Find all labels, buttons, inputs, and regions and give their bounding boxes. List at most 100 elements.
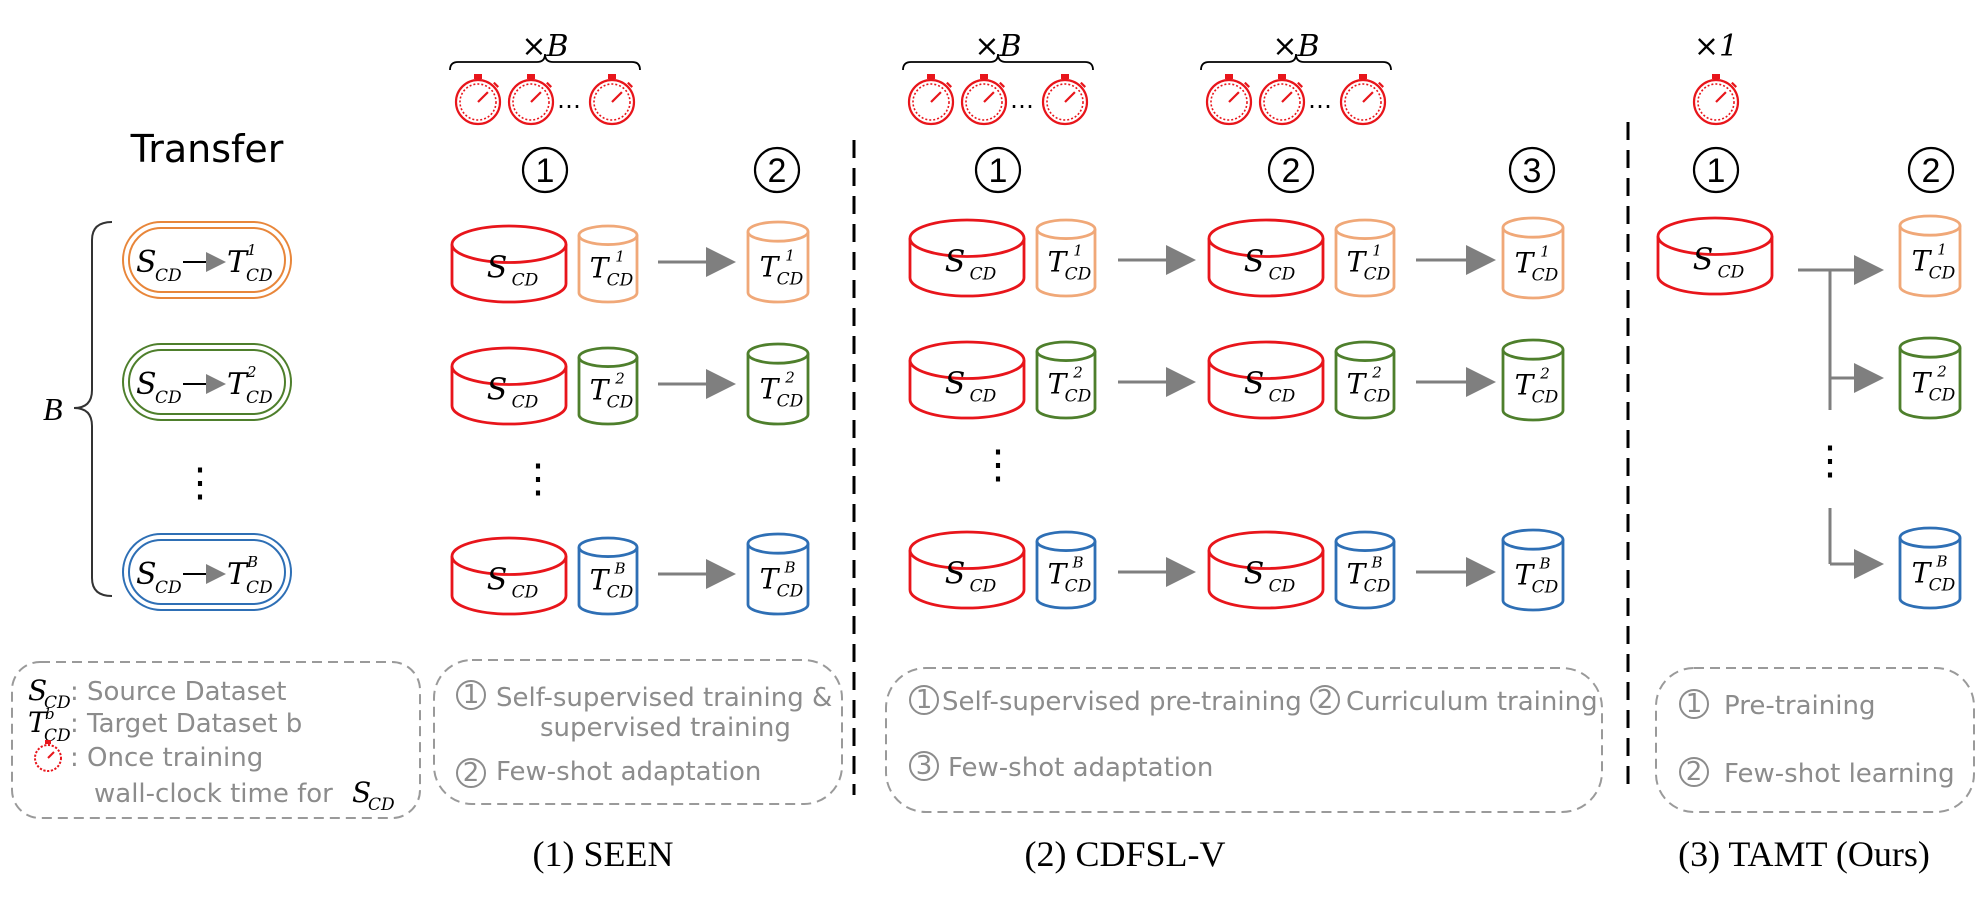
timer-icon: [454, 74, 502, 126]
legend-box: S CD : Source Dataset T b CD : Target Da…: [11, 661, 421, 819]
svg-text:B: B: [1538, 554, 1550, 572]
svg-text:T: T: [1515, 246, 1536, 279]
svg-text:1: 1: [615, 248, 625, 266]
svg-text:T: T: [760, 562, 781, 595]
svg-text:S: S: [352, 776, 371, 809]
circled-number-icon: 1: [1692, 146, 1740, 194]
svg-text:1: 1: [247, 241, 257, 259]
circled-number-icon: 2: [753, 146, 801, 194]
svg-text:CD: CD: [1532, 265, 1559, 285]
svg-text:CD: CD: [1065, 577, 1092, 597]
seen-desc-1b: supervised training: [540, 713, 791, 743]
svg-text:×1: ×1: [1694, 29, 1738, 64]
caption-cdfslv: (2) CDFSL-V: [1024, 834, 1225, 874]
svg-text:B: B: [246, 553, 258, 571]
svg-text:CD: CD: [777, 269, 804, 289]
svg-text:CD: CD: [607, 583, 634, 603]
svg-text:B: B: [783, 558, 795, 576]
svg-text:S: S: [136, 557, 157, 592]
svg-text:CD: CD: [1532, 387, 1559, 407]
svg-text:2: 2: [1686, 757, 1703, 787]
svg-text:CD: CD: [970, 387, 997, 407]
transfer-title: Transfer: [130, 127, 284, 171]
timer-icon: [1339, 74, 1387, 126]
svg-text:2: 2: [1922, 152, 1941, 190]
transfer-pill-2: S CD T 2 CD: [122, 343, 292, 421]
seen-desc-box: 1 Self-supervised training & supervised …: [433, 659, 843, 805]
svg-text:B: B: [1370, 554, 1382, 572]
brace-icon: [902, 53, 1094, 71]
transfer-pill-1: S CD T 1 CD: [122, 221, 292, 299]
svg-text:1: 1: [1707, 152, 1726, 190]
svg-text:2: 2: [1936, 362, 1947, 380]
svg-text:CD: CD: [155, 266, 182, 286]
svg-text:2: 2: [246, 363, 257, 381]
svg-text:CD: CD: [1269, 265, 1296, 285]
svg-text:T: T: [1048, 368, 1069, 401]
svg-text:T: T: [1912, 556, 1933, 589]
svg-text:T: T: [1347, 246, 1368, 279]
timer-icon: [907, 74, 955, 126]
timer-group: ×B…: [902, 29, 1094, 126]
svg-text:T: T: [227, 245, 249, 280]
svg-text:2: 2: [463, 758, 480, 788]
svg-text:S: S: [487, 251, 508, 286]
svg-text:T: T: [1347, 368, 1368, 401]
legend-timer-line2: wall-clock time for: [94, 779, 333, 809]
tamt-vdots: ⋮: [1810, 438, 1850, 484]
svg-text:1: 1: [785, 246, 795, 264]
svg-text:CD: CD: [368, 795, 395, 815]
svg-text:B: B: [1935, 552, 1947, 570]
svg-text:CD: CD: [512, 393, 539, 413]
svg-text:CD: CD: [970, 265, 997, 285]
svg-text:…: …: [1010, 86, 1034, 114]
svg-text:CD: CD: [1065, 387, 1092, 407]
timer-icon: [960, 74, 1008, 126]
svg-text:T: T: [1912, 366, 1933, 399]
batch-label: B: [43, 391, 63, 427]
svg-text:2: 2: [614, 370, 625, 388]
svg-text:T: T: [1912, 244, 1933, 277]
svg-text:CD: CD: [155, 578, 182, 598]
svg-text:b: b: [45, 705, 55, 723]
circled-number-icon: 2: [1267, 146, 1315, 194]
svg-text:CD: CD: [44, 693, 71, 713]
svg-text:3: 3: [916, 751, 933, 781]
timer-icon: [588, 74, 636, 126]
svg-text:CD: CD: [777, 581, 804, 601]
svg-text:2: 2: [1539, 364, 1550, 382]
svg-text:1: 1: [916, 685, 933, 715]
svg-text:T: T: [28, 706, 49, 739]
svg-text:T: T: [760, 372, 781, 405]
svg-text:CD: CD: [1532, 577, 1559, 597]
svg-text:CD: CD: [607, 271, 634, 291]
svg-text:S: S: [1693, 243, 1714, 278]
svg-text:CD: CD: [246, 578, 273, 598]
timer-group: ×B…: [1200, 29, 1392, 126]
tamt-desc-box: 1 Pre-training 2 Few-shot learning: [1655, 667, 1975, 813]
svg-text:T: T: [1048, 558, 1069, 591]
svg-text:S: S: [945, 367, 966, 402]
brace-icon: [73, 221, 113, 597]
svg-text:…: …: [1308, 86, 1332, 114]
svg-text:T: T: [590, 374, 611, 407]
svg-text:CD: CD: [1364, 265, 1391, 285]
svg-text:CD: CD: [512, 583, 539, 603]
seen-vdots: ⋮: [518, 456, 558, 502]
seen-desc-1a: Self-supervised training &: [496, 683, 832, 713]
timer-icon: [34, 740, 62, 772]
